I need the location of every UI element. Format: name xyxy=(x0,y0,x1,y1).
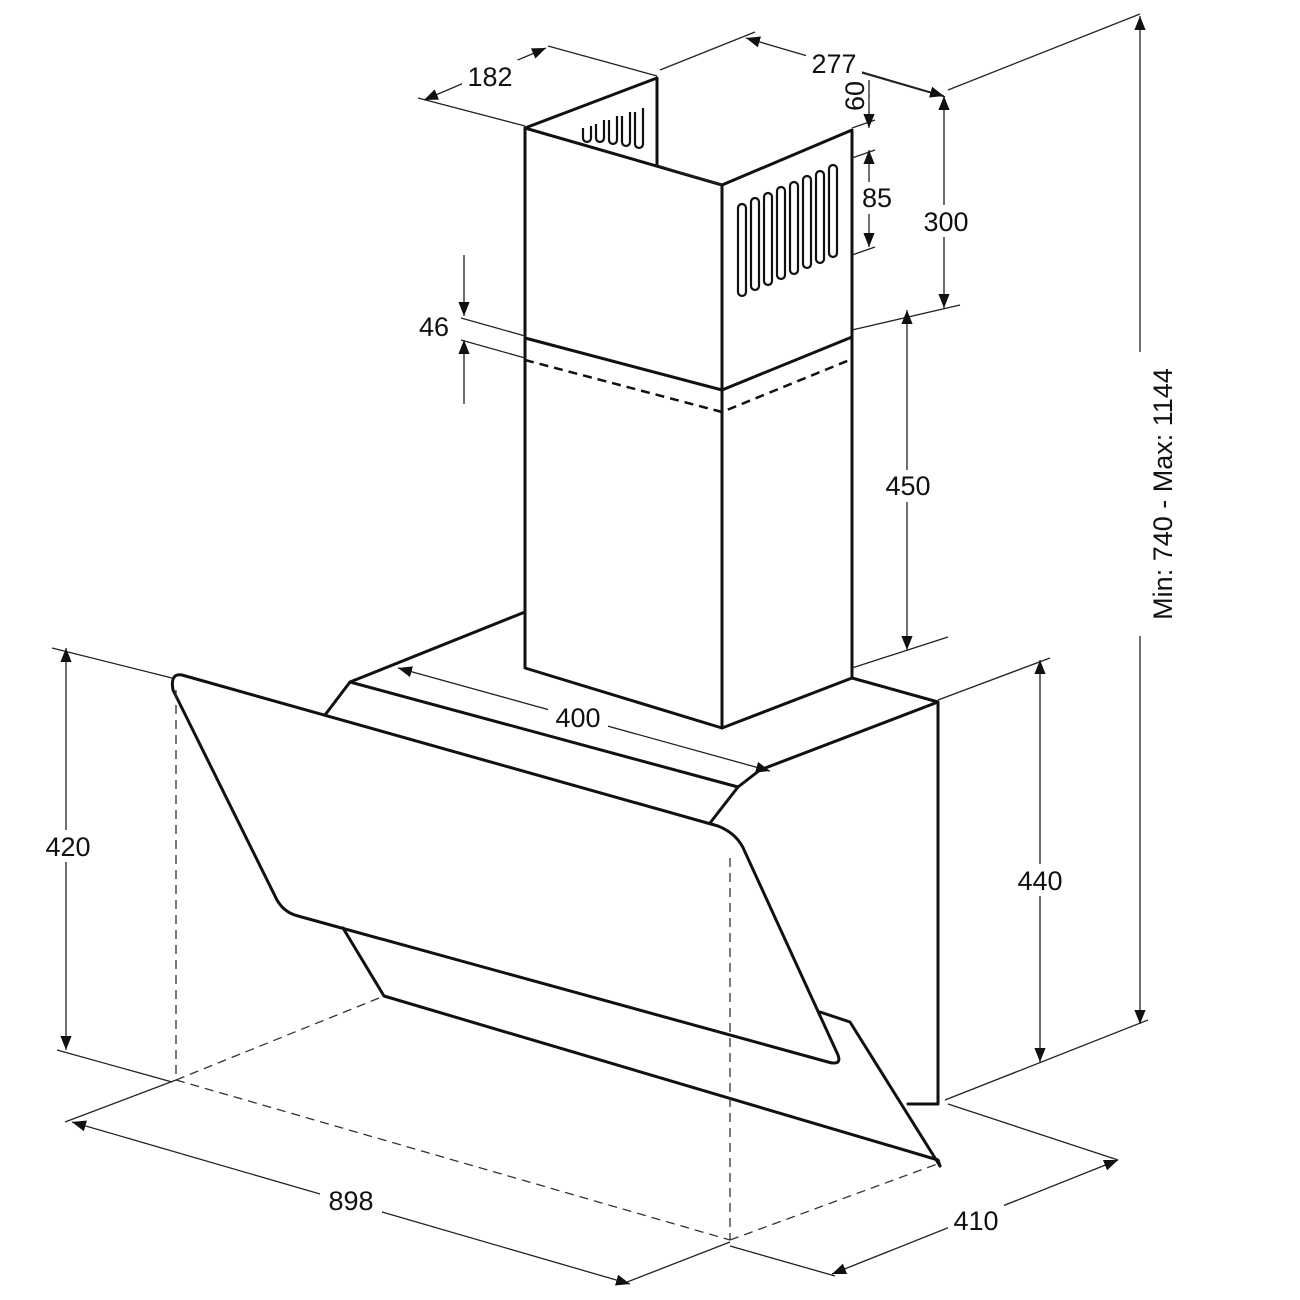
chimney xyxy=(523,76,854,730)
label-body-height: 440 xyxy=(1017,866,1062,896)
footprint-outline xyxy=(175,690,941,1241)
label-hood-width: 898 xyxy=(328,1186,373,1216)
label-vent-height: 85 xyxy=(862,183,892,213)
side-vent-slots xyxy=(736,163,839,298)
label-chimney-depth: 182 xyxy=(467,62,512,92)
dimension-lines xyxy=(60,15,1146,1286)
label-upper-chimney-height: 300 xyxy=(923,207,968,237)
hood-body xyxy=(170,610,942,1168)
label-hood-depth: 410 xyxy=(953,1206,998,1236)
dimension-labels: 182 277 60 85 300 46 450 400 420 440 Min… xyxy=(40,48,1178,1236)
label-hood-height: 420 xyxy=(45,832,90,862)
label-overlap: 46 xyxy=(419,312,449,342)
label-canopy-width: 400 xyxy=(555,703,600,733)
label-total-height: Min: 740 - Max: 1144 xyxy=(1148,368,1178,620)
label-lower-chimney-height: 450 xyxy=(885,471,930,501)
label-outlet-offset: 60 xyxy=(840,81,870,111)
label-chimney-width: 277 xyxy=(811,49,856,79)
extension-lines xyxy=(51,13,1149,1285)
back-vent-slots xyxy=(581,108,645,150)
